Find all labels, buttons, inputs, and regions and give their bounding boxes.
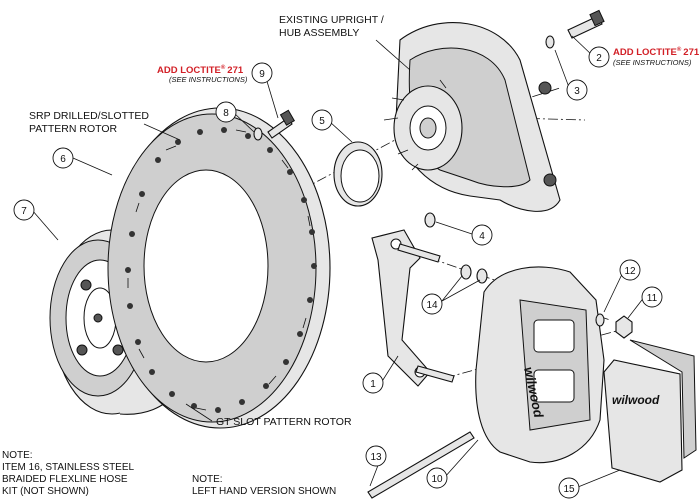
svg-text:PATTERN ROTOR: PATTERN ROTOR <box>29 123 118 135</box>
svg-text:KIT (NOT SHOWN): KIT (NOT SHOWN) <box>2 486 89 497</box>
svg-text:10: 10 <box>431 474 443 485</box>
callout-10: 10 <box>426 467 448 489</box>
svg-text:9: 9 <box>259 69 265 80</box>
svg-text:7: 7 <box>21 206 27 217</box>
svg-text:(SEE INSTRUCTIONS): (SEE INSTRUCTIONS) <box>613 58 692 67</box>
bolt-2 <box>567 9 605 39</box>
svg-text:ADD LOCTITE®271: ADD LOCTITE®271 <box>613 46 700 58</box>
callout-15: 15 <box>558 477 580 499</box>
rotor-slots <box>127 129 311 411</box>
callout-1: 1 <box>362 372 384 394</box>
washer-8 <box>253 127 263 141</box>
rotor-drill-holes <box>125 127 317 413</box>
washer-3 <box>545 35 555 49</box>
callout-13: 13 <box>365 445 387 467</box>
label-gt-slot-rotor: GT SLOT PATTERN ROTOR <box>216 416 352 428</box>
nut-11 <box>615 315 633 339</box>
svg-text:NOTE:: NOTE: <box>2 450 33 461</box>
callout-7: 7 <box>13 199 35 221</box>
svg-text:ADD LOCTITE®271: ADD LOCTITE®271 <box>157 64 244 76</box>
svg-text:EXISTING UPRIGHT /: EXISTING UPRIGHT / <box>279 14 384 26</box>
leader-lines <box>31 35 646 488</box>
bolt-9 <box>267 109 296 139</box>
o-ring <box>333 141 383 207</box>
svg-text:2: 2 <box>596 53 602 64</box>
callout-6: 6 <box>52 147 74 169</box>
svg-text:LEFT HAND VERSION SHOWN: LEFT HAND VERSION SHOWN <box>192 486 336 497</box>
rotor <box>107 107 331 429</box>
pad-logo: wilwood <box>612 393 660 407</box>
svg-text:8: 8 <box>223 108 229 119</box>
callout-12: 12 <box>619 259 641 281</box>
svg-text:NOTE:: NOTE: <box>192 474 223 485</box>
upright-hub-assembly <box>383 22 561 212</box>
svg-text:BRAIDED FLEXLINE HOSE: BRAIDED FLEXLINE HOSE <box>2 474 128 485</box>
svg-text:ITEM 16, STAINLESS STEEL: ITEM 16, STAINLESS STEEL <box>2 462 135 473</box>
callout-2: 2 <box>588 46 610 68</box>
washer-12 <box>595 313 605 327</box>
svg-text:15: 15 <box>563 484 575 495</box>
label-existing-upright: EXISTING UPRIGHT / HUB ASSEMBLY <box>279 14 384 39</box>
svg-text:6: 6 <box>60 154 66 165</box>
note-left-hand-version: NOTE: LEFT HAND VERSION SHOWN <box>192 474 336 497</box>
svg-text:1: 1 <box>370 379 376 390</box>
callout-14: 14 <box>421 293 443 315</box>
svg-text:13: 13 <box>370 452 382 463</box>
brake-pads: wilwood <box>603 339 697 483</box>
callout-9: 9 <box>251 62 273 84</box>
svg-text:5: 5 <box>319 116 325 127</box>
svg-text:14: 14 <box>426 300 438 311</box>
svg-text:3: 3 <box>574 86 580 97</box>
shims-14 <box>460 264 488 284</box>
callout-4: 4 <box>471 224 493 246</box>
stud-bolts-13 <box>367 243 475 499</box>
svg-text:HUB ASSEMBLY: HUB ASSEMBLY <box>279 27 359 39</box>
loctite-note-right: ADD LOCTITE®271 (SEE INSTRUCTIONS) <box>613 46 700 67</box>
label-srp-rotor: SRP DRILLED/SLOTTED PATTERN ROTOR <box>29 110 149 135</box>
note-hose-kit: NOTE: ITEM 16, STAINLESS STEEL BRAIDED F… <box>2 450 135 497</box>
callout-3: 3 <box>566 79 588 101</box>
svg-text:11: 11 <box>647 293 658 304</box>
caliper: wilwood <box>475 266 605 464</box>
washer-4 <box>424 212 436 228</box>
svg-text:12: 12 <box>624 266 636 277</box>
callout-5: 5 <box>311 109 333 131</box>
svg-text:SRP DRILLED/SLOTTED: SRP DRILLED/SLOTTED <box>29 110 149 122</box>
loctite-note-left: ADD LOCTITE®271 (SEE INSTRUCTIONS) <box>157 64 248 84</box>
callout-8: 8 <box>215 101 237 123</box>
callout-11: 11 <box>641 286 663 308</box>
svg-text:4: 4 <box>479 231 485 242</box>
svg-text:(SEE INSTRUCTIONS): (SEE INSTRUCTIONS) <box>169 75 248 84</box>
